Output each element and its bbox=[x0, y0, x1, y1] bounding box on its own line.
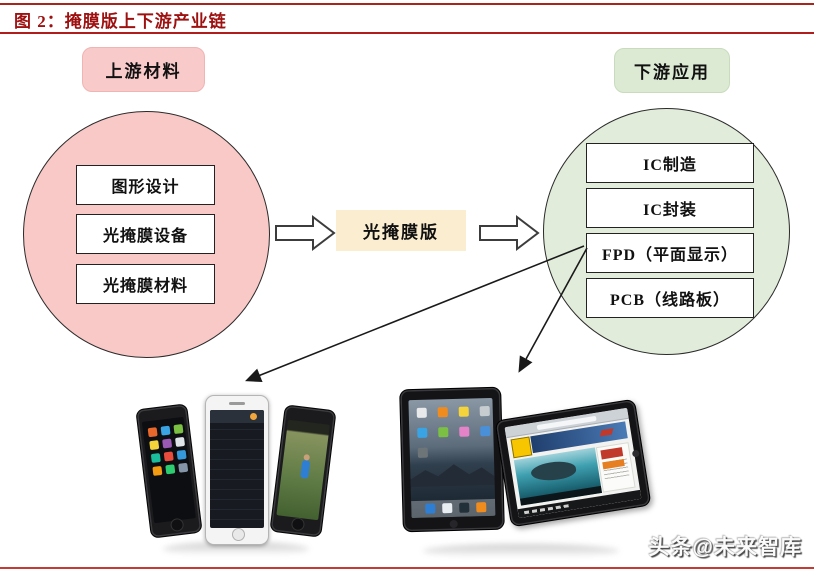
smartphones-image bbox=[135, 386, 337, 556]
ipad-landscape bbox=[494, 398, 652, 528]
ipad-homescreen bbox=[408, 397, 496, 519]
phones-reflection bbox=[163, 542, 309, 556]
iphone-homescreen bbox=[141, 416, 196, 524]
iphone-photo-screen bbox=[276, 419, 330, 521]
flow-arrow-right bbox=[479, 214, 540, 252]
ipad-portrait bbox=[399, 386, 505, 533]
tablets-image bbox=[392, 382, 652, 558]
upstream-item-material: 光掩膜材料 bbox=[76, 264, 215, 304]
downstream-item-fpd: FPD（平面显示） bbox=[586, 233, 754, 273]
tablets-reflection bbox=[422, 544, 620, 558]
iphone-notification-screen bbox=[210, 410, 264, 528]
iphone-black-left bbox=[135, 403, 203, 539]
iphone-white-center bbox=[205, 395, 269, 545]
iphone-black-right bbox=[269, 404, 337, 538]
ipad-browser-screen bbox=[504, 407, 642, 519]
bottom-rule bbox=[0, 567, 814, 569]
flow-arrow-left bbox=[275, 214, 336, 252]
downstream-circle: IC制造 IC封装 FPD（平面显示） PCB（线路板） bbox=[543, 108, 790, 355]
upstream-label: 上游材料 bbox=[82, 47, 205, 92]
arrow-to-phones bbox=[245, 245, 585, 382]
downstream-item-pcb: PCB（线路板） bbox=[586, 278, 754, 318]
downstream-item-ic-manufacturing: IC制造 bbox=[586, 143, 754, 183]
watermark: 头条@未来智库 bbox=[648, 536, 802, 559]
downstream-label: 下游应用 bbox=[614, 48, 730, 93]
upstream-item-equipment: 光掩膜设备 bbox=[76, 214, 215, 254]
photomask-box: 光掩膜版 bbox=[336, 210, 466, 251]
top-rule bbox=[0, 3, 814, 5]
downstream-item-ic-packaging: IC封装 bbox=[586, 188, 754, 228]
figure-title: 图 2：掩膜版上下游产业链 bbox=[14, 12, 227, 31]
earpiece bbox=[229, 402, 245, 405]
title-underline bbox=[0, 32, 814, 34]
natgeo-logo bbox=[510, 436, 533, 459]
upstream-item-design: 图形设计 bbox=[76, 165, 215, 205]
upstream-circle: 图形设计 光掩膜设备 光掩膜材料 bbox=[23, 111, 270, 358]
